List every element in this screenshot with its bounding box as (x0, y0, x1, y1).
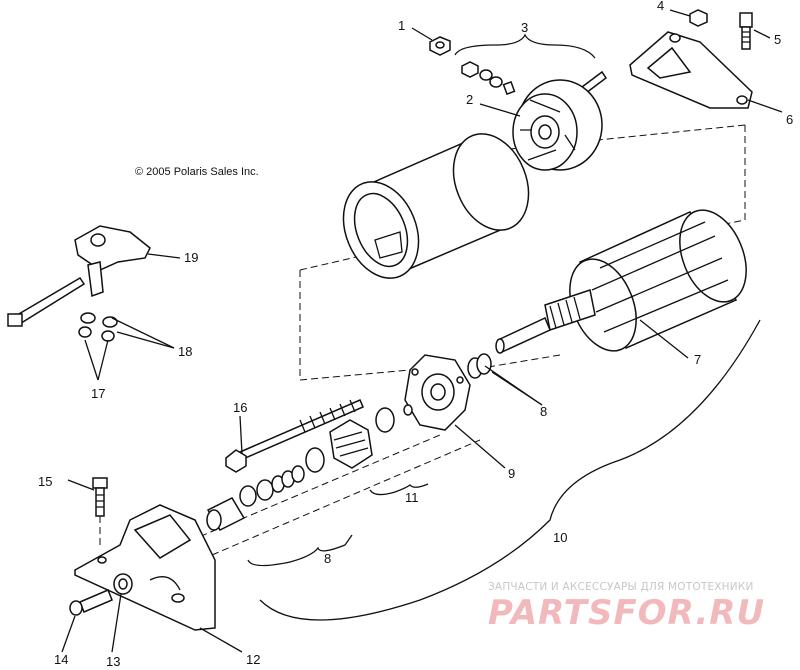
part-washers-17-18 (78, 312, 118, 342)
callout-1: 1 (398, 18, 405, 33)
part-armature-7 (495, 209, 747, 354)
callout-5: 5 (774, 32, 781, 47)
part-washer-13 (113, 573, 133, 595)
callout-11: 11 (405, 490, 419, 505)
callout-19: 19 (184, 250, 198, 265)
part-springs-8-lower (206, 465, 305, 531)
callout-16: 16 (233, 400, 247, 415)
callout-10: 10 (553, 530, 567, 545)
callout-7: 7 (694, 352, 701, 367)
callout-3: 3 (521, 20, 528, 35)
part-retainer-11 (375, 404, 413, 433)
part-mount-bracket-12 (74, 504, 216, 631)
part-stud-5 (739, 12, 753, 50)
callout-9: 9 (508, 466, 515, 481)
copyright-notice: © 2005 Polaris Sales Inc. (135, 166, 259, 178)
callout-4: 4 (657, 0, 664, 13)
group-braces (247, 33, 761, 621)
callout-18: 18 (178, 344, 192, 359)
part-drive-housing-9 (404, 354, 471, 431)
callout-8-upper: 8 (540, 404, 547, 419)
callout-12: 12 (246, 652, 260, 667)
watermark-logo: PARTSFOR.RU (488, 593, 765, 633)
part-through-bolt-16 (225, 399, 364, 473)
part-brush-plate-19 (7, 225, 151, 327)
part-bolt-15 (92, 477, 108, 517)
callout-14: 14 (54, 652, 68, 667)
part-housing (342, 133, 530, 279)
callout-15: 15 (38, 474, 52, 489)
callout-2: 2 (466, 92, 473, 107)
part-end-cap-2 (512, 79, 603, 171)
callout-17: 17 (91, 386, 105, 401)
part-bolt-14 (69, 589, 113, 616)
callout-6: 6 (786, 112, 793, 127)
callout-8-lower: 8 (324, 551, 331, 566)
leader-lines (61, 9, 783, 653)
callout-labels: 1 2 3 4 5 6 7 8 8 9 10 11 8 12 13 14 15 … (38, 0, 793, 669)
part-bracket-6 (629, 31, 753, 109)
watermark: ЗАПЧАСТИ И АКСЕССУАРЫ ДЛЯ МОТОТЕХНИКИ PA… (488, 581, 765, 633)
callout-13: 13 (106, 654, 120, 669)
part-washers-8-upper (467, 353, 492, 379)
part-nut-1 (429, 36, 451, 56)
watermark-subtitle: ЗАПЧАСТИ И АКСЕССУАРЫ ДЛЯ МОТОТЕХНИКИ (488, 581, 754, 593)
part-pinion-gear (305, 419, 373, 473)
part-nut-4 (689, 9, 708, 27)
